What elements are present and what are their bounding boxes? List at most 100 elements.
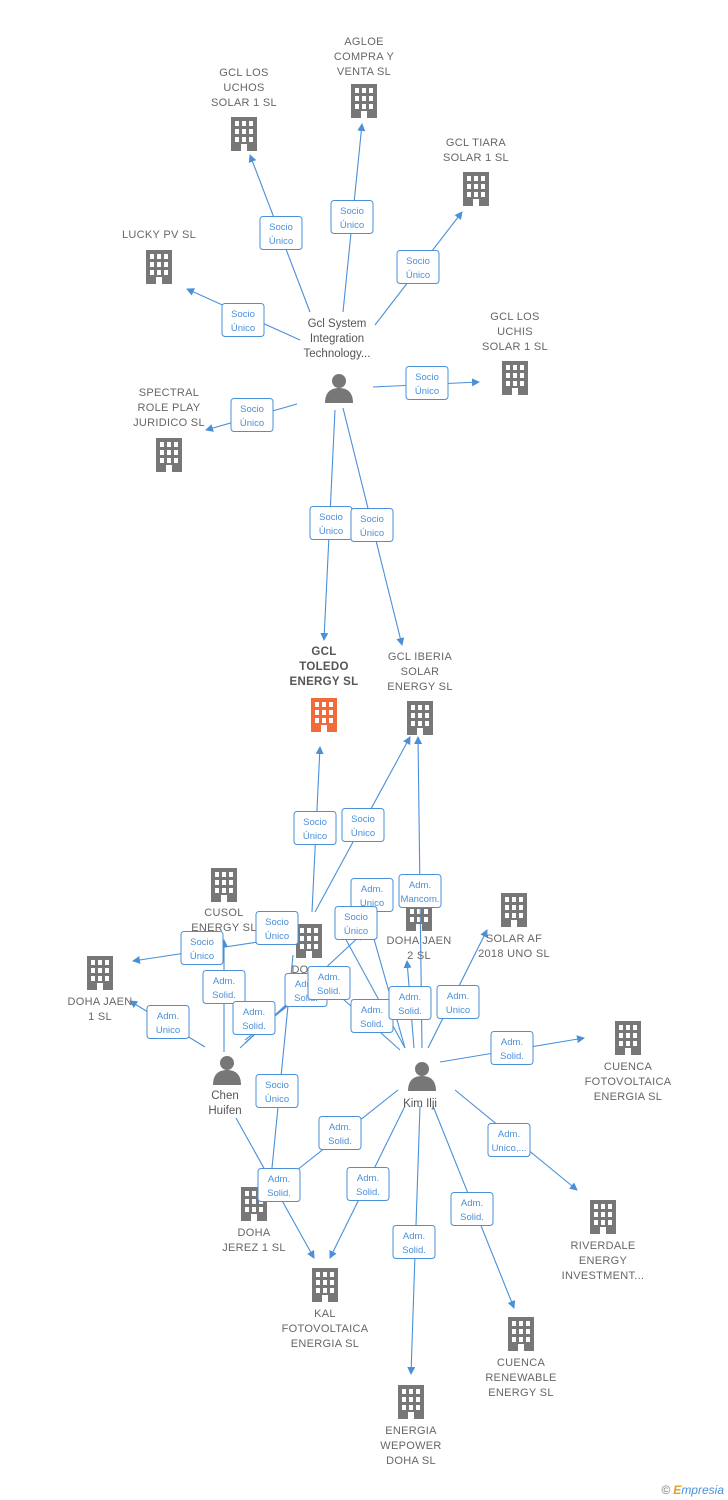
person-node-gclsys[interactable]: Gcl SystemIntegrationTechnology... — [304, 318, 371, 403]
relation-label-text: Socio — [265, 1080, 289, 1091]
node-label: RENEWABLE — [485, 1372, 556, 1384]
relation-label-box — [487, 1123, 531, 1157]
relation-label-text: Adm. — [357, 1173, 379, 1184]
node-label: Kim Ilji — [403, 1098, 437, 1110]
node-label: 2018 UNO SL — [478, 948, 550, 960]
relation-label[interactable]: Adm.Solid. — [257, 1168, 301, 1202]
relation-label-box — [255, 1074, 299, 1108]
building-icon — [463, 172, 489, 206]
relation-label-box — [230, 398, 274, 432]
node-label: SPECTRAL — [139, 387, 199, 399]
relation-label-text: Socio — [415, 372, 439, 383]
node-label: Gcl System — [308, 318, 367, 330]
relation-edge — [337, 924, 406, 1049]
relation-label[interactable]: Adm.Solid. — [490, 1031, 534, 1065]
relation-label-text: Socio — [265, 917, 289, 928]
relation-label-text: Mancom. — [400, 894, 439, 905]
relation-label-text: Socio — [340, 206, 364, 217]
relation-label-box — [180, 931, 224, 965]
node-label: TOLEDO — [299, 661, 349, 673]
brand-name: mpresia — [681, 1483, 724, 1497]
node-label: VENTA SL — [337, 66, 391, 78]
node-label: ENERGY SL — [488, 1387, 553, 1399]
node-label: ENERGY — [579, 1255, 628, 1267]
relation-label[interactable]: Adm.Solid. — [202, 970, 246, 1004]
relation-label[interactable]: Adm.Unico — [146, 1005, 190, 1039]
relation-label[interactable]: Adm.Solid. — [350, 999, 394, 1033]
relation-label-text: Socio — [240, 404, 264, 415]
relation-label-text: Único — [360, 528, 384, 539]
relation-label[interactable]: Adm.Solid. — [232, 1001, 276, 1035]
relation-label-text: Único — [265, 1094, 289, 1105]
relation-label[interactable]: Adm.Solid. — [388, 986, 432, 1020]
relation-label[interactable]: Adm.Solid. — [307, 966, 351, 1000]
person-node-kim[interactable]: Kim Ilji — [403, 1062, 437, 1110]
relation-label-text: Único — [340, 220, 364, 231]
relation-label-box — [396, 250, 440, 284]
node-label: COMPRA Y — [334, 51, 395, 63]
relation-label[interactable]: Adm.Mancom. — [398, 874, 442, 908]
relation-label-text: Solid. — [267, 1188, 291, 1199]
relation-label-text: Socio — [231, 309, 255, 320]
relation-label[interactable]: Adm.Solid. — [318, 1116, 362, 1150]
relation-label-box — [255, 911, 299, 945]
relation-label-text: Único — [351, 828, 375, 839]
relation-label-text: Único — [319, 526, 343, 537]
relation-label-text: Socio — [406, 256, 430, 267]
relation-label[interactable]: Adm.Unico,... — [487, 1123, 531, 1157]
relation-label[interactable]: Adm. Solid. — [346, 1167, 390, 1201]
company-node-riverdale[interactable]: RIVERDALEENERGYINVESTMENT... — [562, 1200, 645, 1282]
relation-label[interactable]: Adm.Unico — [436, 985, 480, 1019]
relation-label[interactable]: Adm.Solid. — [450, 1192, 494, 1226]
relation-label[interactable]: Adm.Solid. — [392, 1225, 436, 1259]
relation-label-text: Adm. — [213, 976, 235, 987]
relation-label-text: Solid. — [356, 1187, 380, 1198]
node-label: SOLAR 1 SL — [482, 341, 548, 353]
building-icon — [231, 117, 257, 151]
relation-label-text: Socio — [190, 937, 214, 948]
relation-label-box — [307, 966, 351, 1000]
relation-label-text: Adm. — [243, 1007, 265, 1018]
brand-initial: E — [673, 1483, 682, 1497]
company-node-lucky[interactable]: LUCKY PV SL — [122, 229, 196, 284]
relation-label-box — [257, 1168, 301, 1202]
node-label: ENERGY SL — [387, 681, 452, 693]
person-icon — [213, 1056, 241, 1085]
relation-label-box — [398, 874, 442, 908]
relation-label-box — [346, 1167, 390, 1201]
node-label: ROLE PLAY — [137, 402, 200, 414]
node-label: Technology... — [304, 348, 371, 360]
relation-label-text: Único — [240, 418, 264, 429]
